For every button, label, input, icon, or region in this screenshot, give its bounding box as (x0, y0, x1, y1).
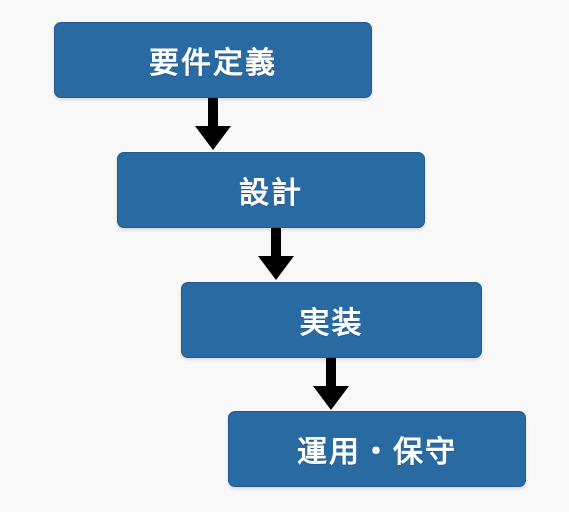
step-operation-maintenance-label: 運用・保守 (297, 435, 457, 470)
arrow-down-icon (311, 358, 351, 412)
step-operation-maintenance-box: 運用・保守 (228, 411, 526, 487)
step-design-box: 設計 (117, 152, 425, 228)
step-requirements-label: 要件定義 (149, 46, 277, 81)
arrow-down-icon (193, 98, 233, 152)
step-implementation-box: 実装 (181, 282, 482, 358)
step-design-label: 設計 (239, 176, 303, 211)
step-requirements-box: 要件定義 (54, 22, 372, 98)
step-implementation-label: 実装 (299, 306, 364, 341)
arrow-down-icon (256, 228, 296, 282)
